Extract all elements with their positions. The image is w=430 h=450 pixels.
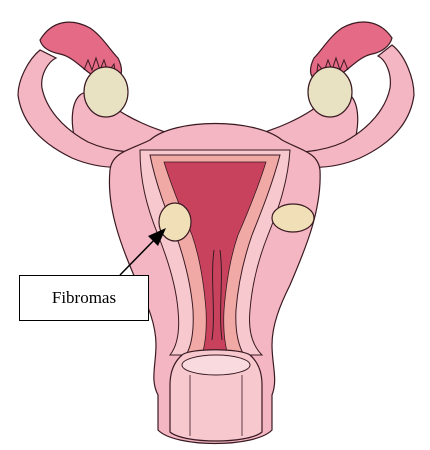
cervical-os (182, 355, 250, 375)
left-ovary (84, 67, 128, 117)
right-ovary (308, 67, 352, 117)
fibromas-callout-box: Fibromas (19, 275, 149, 321)
right-fibroma (272, 204, 314, 232)
fibromas-label: Fibromas (52, 288, 116, 308)
left-fibroma (159, 203, 191, 241)
